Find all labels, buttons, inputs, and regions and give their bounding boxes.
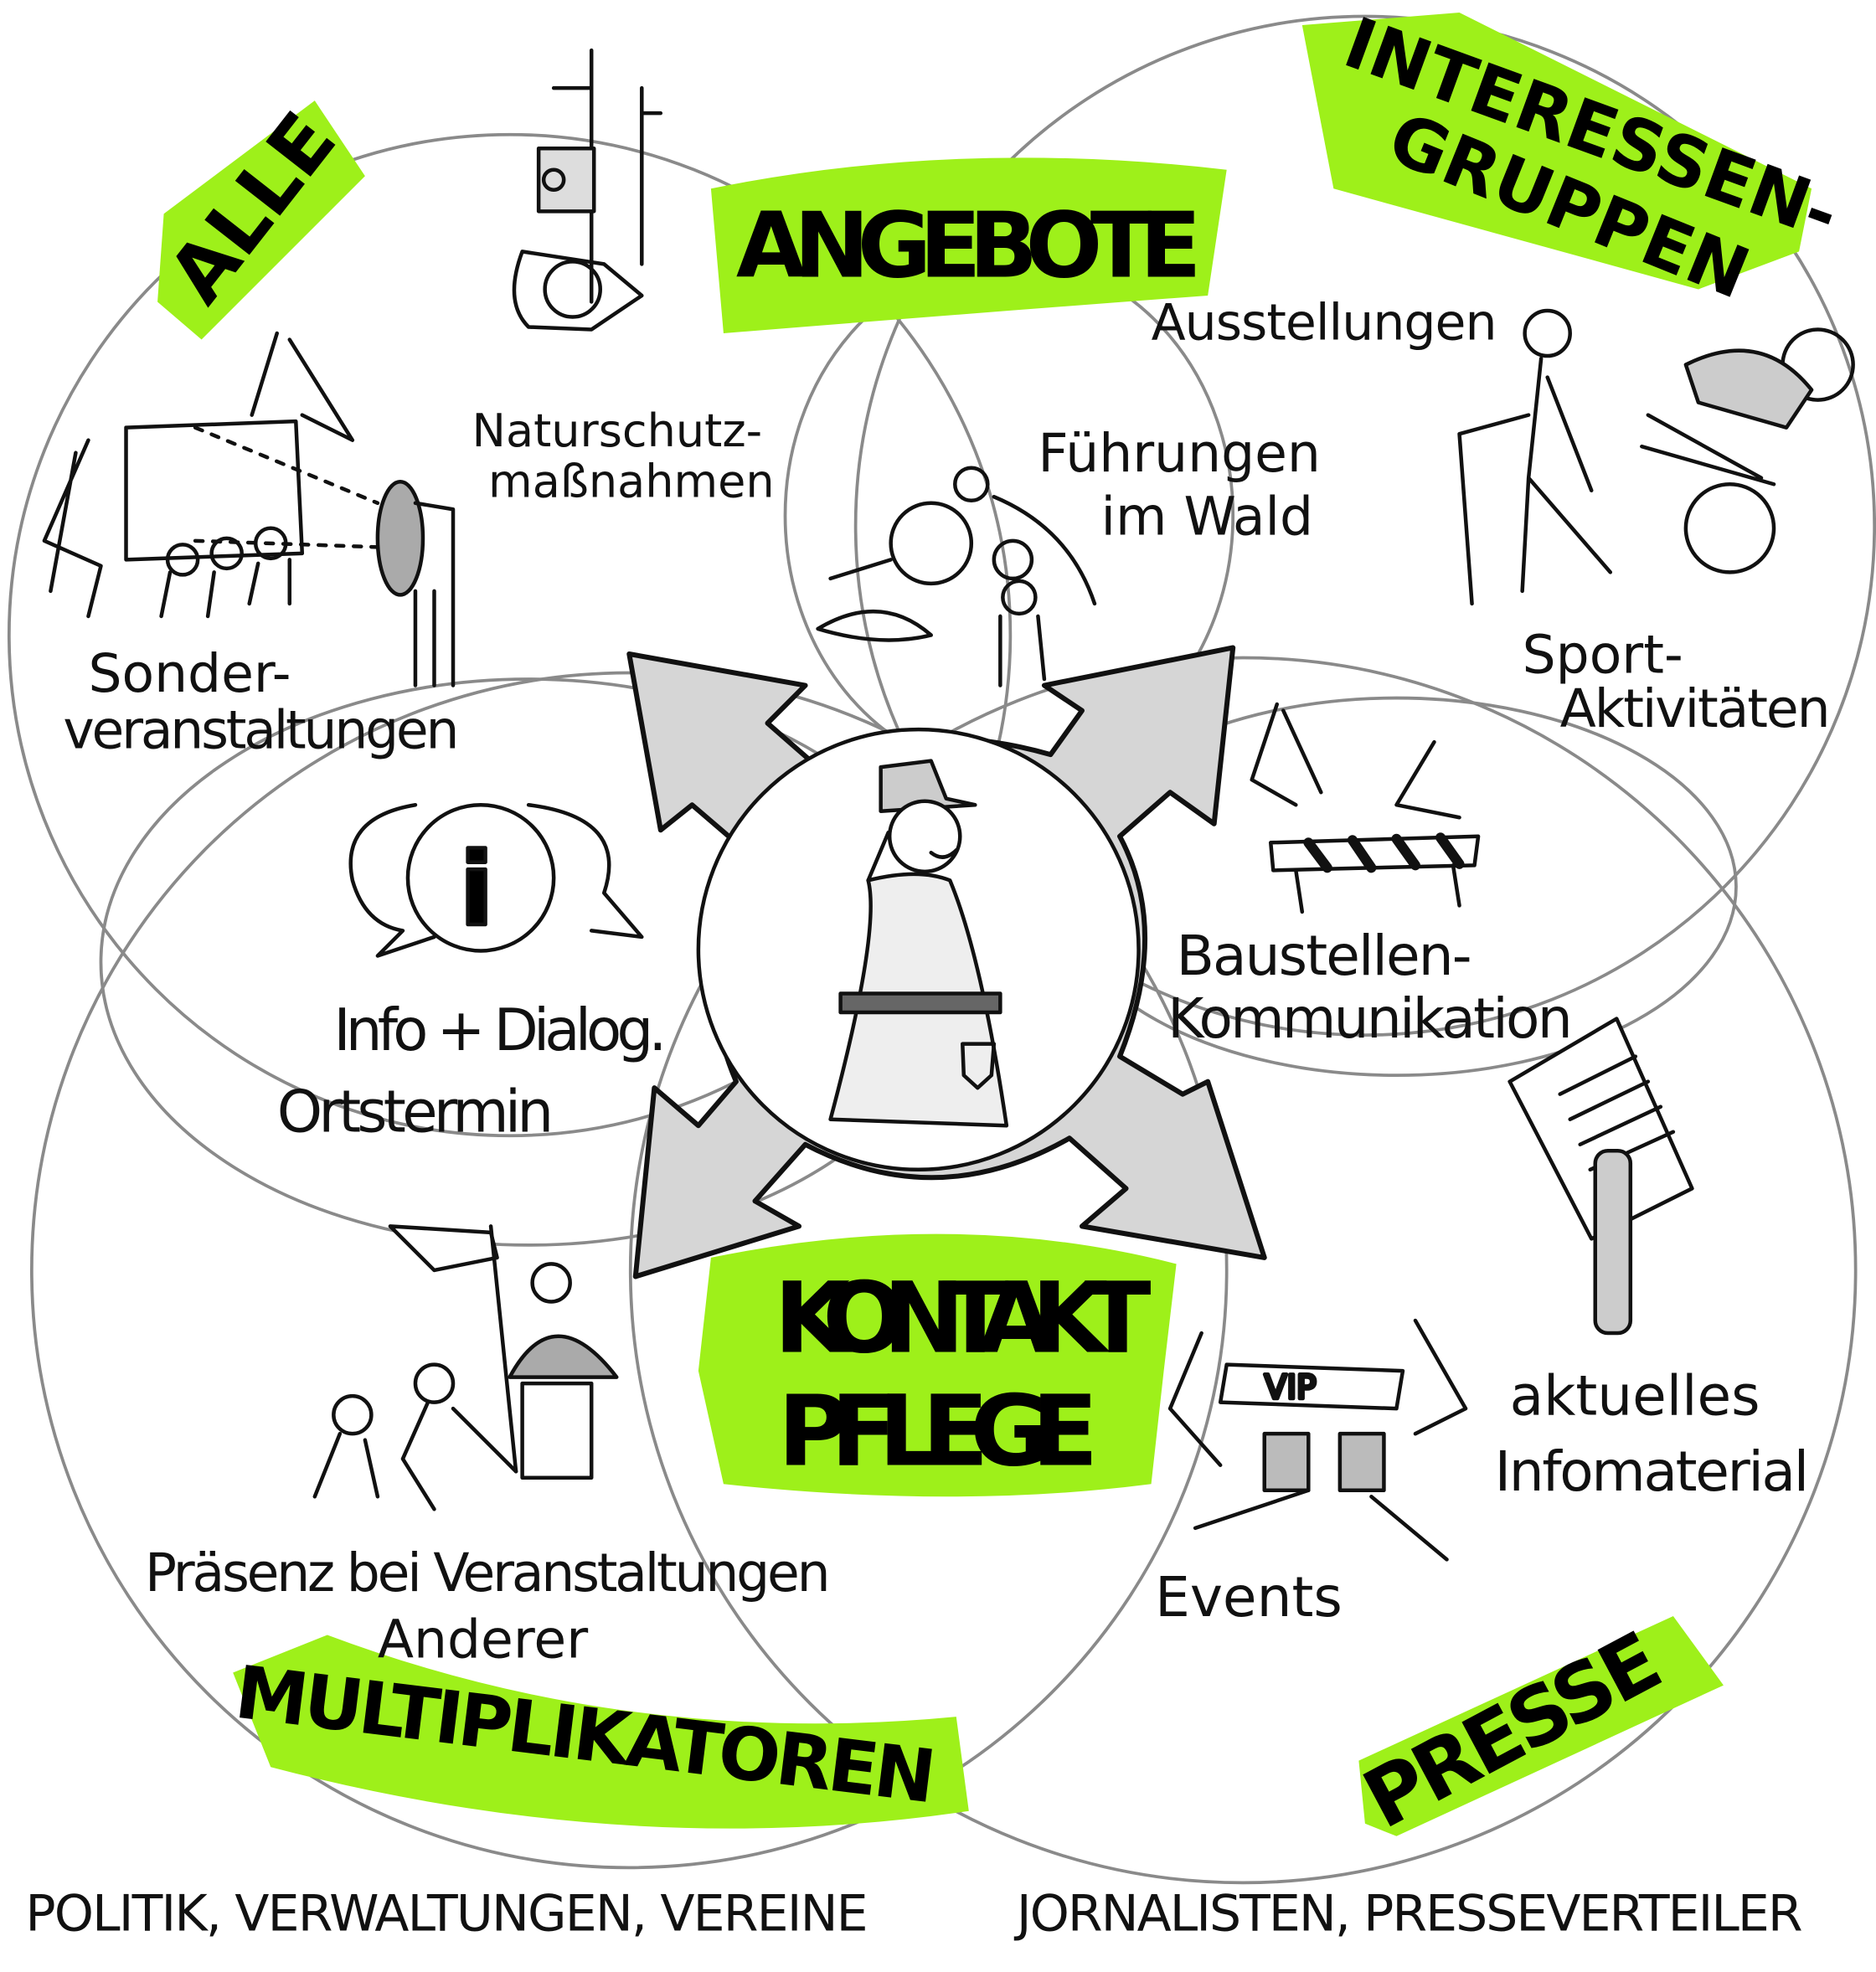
sport-icon	[1457, 308, 1855, 606]
baustellen-icon	[1250, 702, 1481, 914]
sport-label-1: Sport-	[1523, 624, 1683, 686]
label-presse: PRESSE	[1349, 1614, 1677, 1847]
vip-label: VIP	[1265, 1369, 1317, 1407]
label-kontakt-1: KONTAKT	[774, 1261, 1152, 1376]
highlight-presse	[1358, 1615, 1724, 1836]
ausstellungen-label: Ausstellungen	[1152, 294, 1497, 353]
footer-labels: POLITIK, VERWALTUNGEN, VEREINE JORNALIST…	[25, 1884, 1802, 1943]
venn-circles	[7, 14, 1876, 1885]
label-angebote: ANGEBOTE	[736, 193, 1202, 298]
circle-alle	[7, 132, 1013, 1138]
praesenz-icon	[312, 1224, 619, 1511]
fuehrungen-icon	[816, 466, 1097, 687]
naturschutz-label-1: Naturschutz-	[472, 404, 763, 457]
naturschutz-label-2: maßnahmen	[488, 455, 775, 507]
events-label: Events	[1155, 1565, 1343, 1630]
baustellen-label-1: Baustellen-	[1177, 924, 1472, 988]
presse-subtitle: JORNALISTEN, PRESSEVERTEILER	[1013, 1884, 1803, 1943]
circle-interessengruppen	[853, 14, 1876, 1037]
circle-presse	[628, 656, 1858, 1885]
events-icon: VIP	[1167, 1318, 1468, 1562]
sport-label-2: Aktivitäten	[1560, 677, 1831, 739]
sonder-label-2: veranstaltungen	[63, 699, 459, 761]
highlight-angebote	[710, 157, 1227, 334]
highlight-interessen	[1301, 13, 1812, 290]
baustellen-label-2: Kommunikation	[1167, 986, 1573, 1051]
fuehrungen-label-2: im Wald	[1100, 485, 1313, 547]
info-label-2: Ortstermin	[277, 1079, 554, 1146]
infomaterial-label-1: aktuelles	[1510, 1364, 1760, 1429]
naturschutz-icon	[512, 48, 663, 332]
praesenz-label-2: Anderer	[378, 1609, 588, 1671]
info-label-1: Info + Dialog.	[333, 997, 667, 1064]
highlight-multiplikatoren	[233, 1635, 969, 1829]
sonderveranstaltungen-icon	[42, 331, 456, 687]
highlight-kontakt	[698, 1233, 1177, 1497]
fuehrungen-label-1: Führungen	[1038, 422, 1321, 484]
highlights	[157, 13, 1812, 1836]
praesenz-label-1: Präsenz bei Veranstaltungen	[145, 1542, 831, 1604]
highlight-alle	[157, 100, 365, 340]
infomaterial-label-2: Infomaterial	[1495, 1439, 1809, 1504]
sonder-label-1: Sonder-	[88, 642, 291, 704]
infomaterial-icon	[1508, 1017, 1694, 1336]
label-kontakt-2: PFLEGE	[778, 1374, 1099, 1489]
info-glyph: i	[460, 832, 494, 949]
circle-multiplikatoren	[29, 671, 1229, 1870]
info-dialog-icon: i	[348, 802, 644, 958]
item-labels: Naturschutz- maßnahmen Sonder- veranstal…	[63, 294, 1830, 1671]
multiplikatoren-subtitle: POLITIK, VERWALTUNGEN, VEREINE	[25, 1884, 868, 1943]
ranger-icon	[828, 759, 1009, 1128]
